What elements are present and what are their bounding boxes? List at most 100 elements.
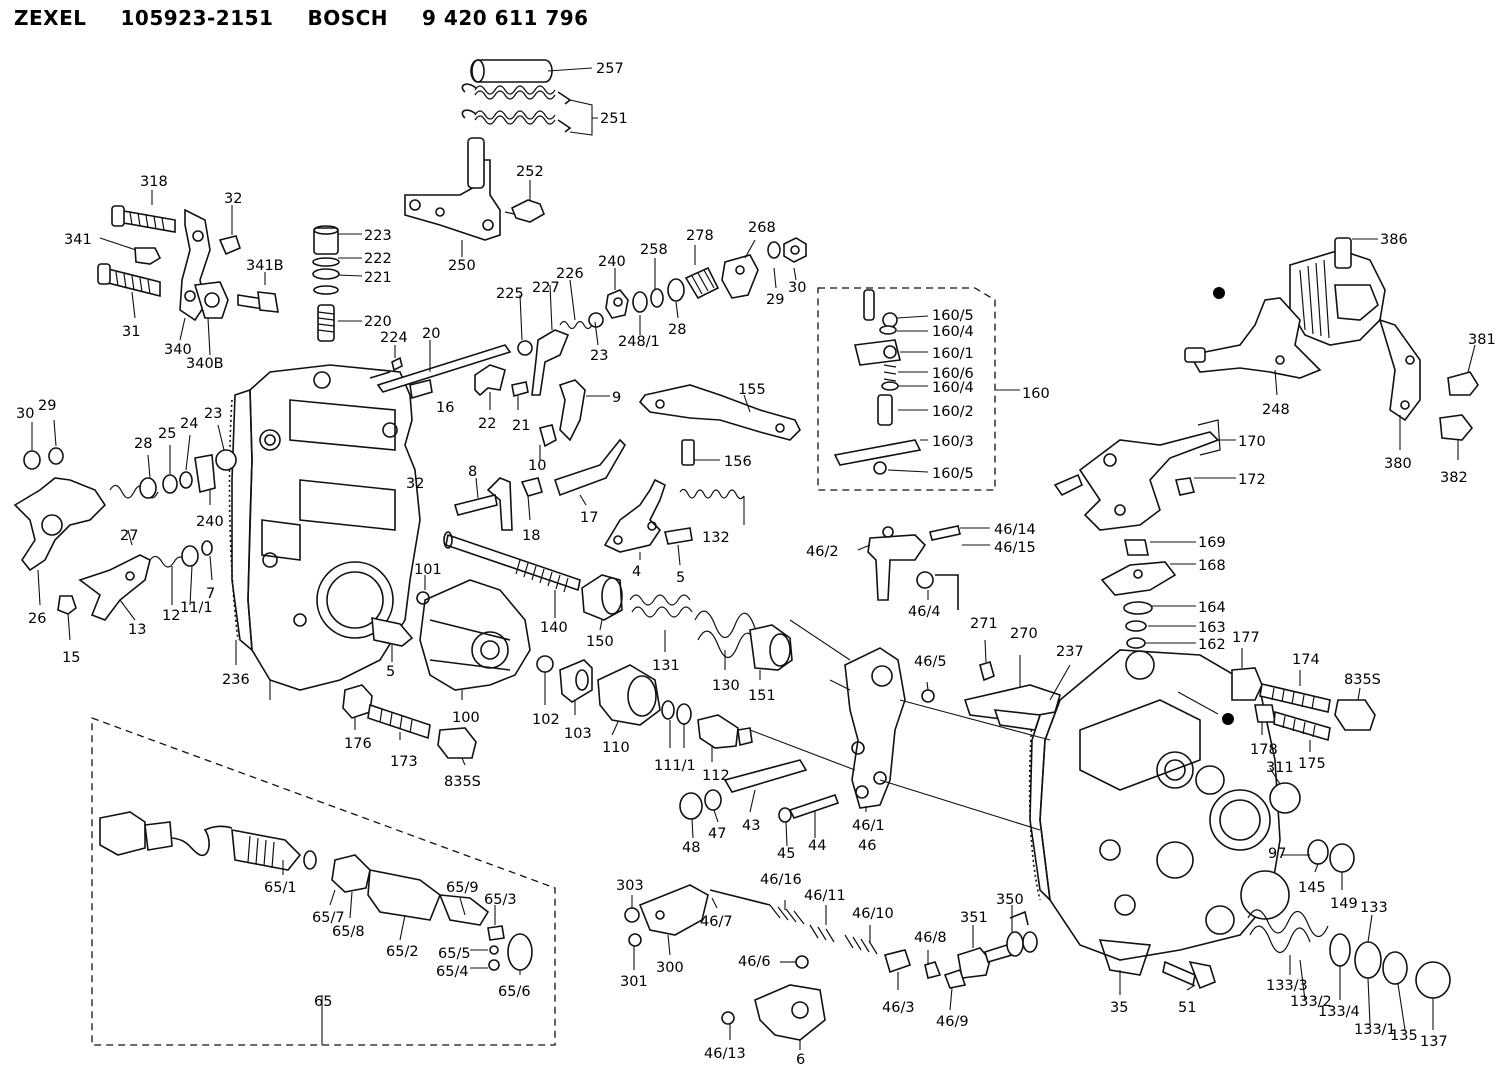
part-label-270: 270 xyxy=(1010,626,1038,642)
part-label-46-15: 46/15 xyxy=(994,540,1036,556)
part-label-46: 46 xyxy=(858,838,876,854)
part-label-46-3: 46/3 xyxy=(882,1000,915,1016)
part-label-227: 227 xyxy=(532,280,560,296)
part-label-178: 178 xyxy=(1250,742,1278,758)
part-label-300: 300 xyxy=(656,960,684,976)
part-label-133-2: 133/2 xyxy=(1290,994,1332,1010)
part-label-382: 382 xyxy=(1440,470,1468,486)
part-label-24: 24 xyxy=(180,416,198,432)
part-label-149: 149 xyxy=(1330,896,1358,912)
part-label-45: 45 xyxy=(777,846,795,862)
part-label-10: 10 xyxy=(528,458,546,474)
part-label-160-5b: 160/5 xyxy=(932,466,974,482)
bracket-155 xyxy=(638,384,801,466)
part-label-160-5a: 160/5 xyxy=(932,308,974,324)
part-label-133: 133 xyxy=(1360,900,1388,916)
left-lever-group-24-28 xyxy=(13,447,237,621)
header-bosch-number: 9 420 611 796 xyxy=(422,6,589,30)
part-label-46-16: 46/16 xyxy=(760,872,802,888)
part-label-100: 100 xyxy=(452,710,480,726)
part-label-46-13: 46/13 xyxy=(704,1046,746,1062)
part-label-48: 48 xyxy=(682,840,700,856)
part-label-28b: 28 xyxy=(134,436,152,452)
part-label-160-6: 160/6 xyxy=(932,366,974,382)
part-label-7: 7 xyxy=(206,586,215,602)
part-label-224: 224 xyxy=(380,330,408,346)
part-label-17: 17 xyxy=(580,510,598,526)
bolts-35-351 xyxy=(957,910,1216,990)
part-label-151: 151 xyxy=(748,688,776,704)
part-label-303: 303 xyxy=(616,878,644,894)
part-label-65-4: 65/4 xyxy=(436,964,469,980)
part-label-341b: 341B xyxy=(246,258,284,274)
part-label-835s-a: 835S xyxy=(444,774,481,790)
part-label-220: 220 xyxy=(364,314,392,330)
rods-43-48 xyxy=(679,759,840,823)
part-label-301: 301 xyxy=(620,974,648,990)
part-label-30a: 30 xyxy=(788,280,806,296)
part-label-164: 164 xyxy=(1198,600,1226,616)
part-label-103: 103 xyxy=(564,726,592,742)
part-label-160-4a: 160/4 xyxy=(932,324,974,340)
part-label-252: 252 xyxy=(516,164,544,180)
part-label-111-1: 111/1 xyxy=(654,758,696,774)
part-label-163: 163 xyxy=(1198,620,1226,636)
part-label-160: 160 xyxy=(1022,386,1050,402)
governor-shaft-140 xyxy=(443,531,581,593)
part-label-46-2: 46/2 xyxy=(806,544,839,560)
part-label-20: 20 xyxy=(422,326,440,342)
part-label-8: 8 xyxy=(468,464,477,480)
part-label-137: 137 xyxy=(1420,1034,1448,1050)
part-label-35: 35 xyxy=(1110,1000,1128,1016)
part-label-278: 278 xyxy=(686,228,714,244)
part-label-65-3: 65/3 xyxy=(484,892,517,908)
part-label-350: 350 xyxy=(996,892,1024,908)
part-label-221: 221 xyxy=(364,270,392,286)
part-label-12: 12 xyxy=(162,608,180,624)
part-label-28a: 28 xyxy=(668,322,686,338)
part-label-226: 226 xyxy=(556,266,584,282)
part-label-236: 236 xyxy=(222,672,250,688)
part-label-835s-b: 835S xyxy=(1344,672,1381,688)
part-label-31: 31 xyxy=(122,324,140,340)
part-label-311: 311 xyxy=(1266,760,1294,776)
part-label-46-8: 46/8 xyxy=(914,930,947,946)
drawing-header: ZEXEL 105923-2151 BOSCH 9 420 611 796 xyxy=(14,6,589,38)
left-upper-levers-318-341 xyxy=(97,205,279,322)
part-label-23a: 23 xyxy=(590,348,608,364)
part-label-22: 22 xyxy=(478,416,496,432)
cable-group-46 xyxy=(624,884,967,1041)
lever-group-225-268 xyxy=(517,237,807,396)
part-label-65-9: 65/9 xyxy=(446,880,479,896)
header-zexel-number: 105923-2151 xyxy=(120,6,274,30)
part-label-150: 150 xyxy=(586,634,614,650)
part-label-168: 168 xyxy=(1198,558,1226,574)
part-label-47: 47 xyxy=(708,826,726,842)
part-label-46-5: 46/5 xyxy=(914,654,947,670)
part-label-156: 156 xyxy=(724,454,752,470)
part-label-170: 170 xyxy=(1238,434,1266,450)
part-label-225: 225 xyxy=(496,286,524,302)
part-label-29a: 29 xyxy=(766,292,784,308)
part-label-173: 173 xyxy=(390,754,418,770)
part-label-351: 351 xyxy=(960,910,988,926)
group-box-65 xyxy=(91,717,556,1046)
bolts-173-835s xyxy=(342,684,477,759)
group-box-160 xyxy=(817,287,996,491)
part-label-162: 162 xyxy=(1198,637,1226,653)
part-label-318a: 318 xyxy=(140,174,168,190)
part-label-175: 175 xyxy=(1298,756,1326,772)
small-levers-21-22 xyxy=(474,364,529,398)
lever-4-spring-132 xyxy=(603,478,745,553)
part-label-65-2: 65/2 xyxy=(386,944,419,960)
lever-46-2 xyxy=(867,525,961,610)
part-label-11-1: 11/1 xyxy=(180,600,213,616)
part-label-140: 140 xyxy=(540,620,568,636)
part-label-46-10: 46/10 xyxy=(852,906,894,922)
part-label-172: 172 xyxy=(1238,472,1266,488)
part-label-46-6: 46/6 xyxy=(738,954,771,970)
right-bracket-group-380-386 xyxy=(1184,237,1479,441)
part-label-27: 27 xyxy=(120,528,138,544)
flyweight-assembly-100 xyxy=(371,579,531,691)
header-brand-zexel: ZEXEL xyxy=(14,6,87,30)
